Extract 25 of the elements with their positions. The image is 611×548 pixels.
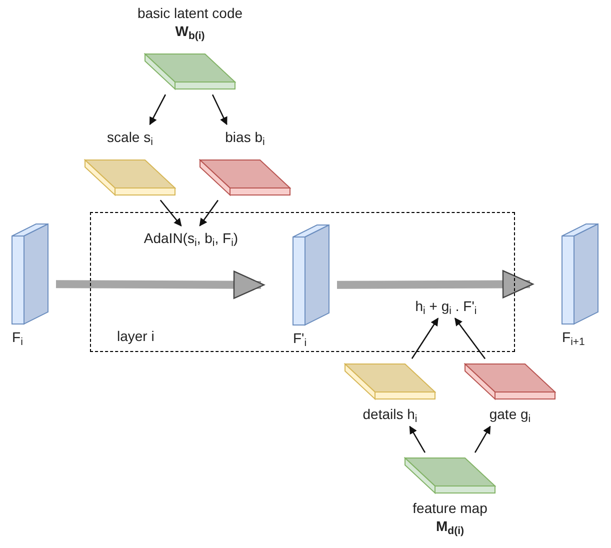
- layer-label: layer i: [117, 327, 154, 345]
- formula-text: h$_{i}$ + g$_{i}$ . F'$_{i}$: [415, 297, 477, 315]
- tensor-label: feature map: [412, 499, 488, 517]
- feature-map-label: F$_{i}$: [11, 328, 24, 346]
- feature-map-label: F$_{i+1}$: [561, 328, 586, 346]
- flow-arrow: [336, 270, 534, 298]
- feature-map-label: F'$_{i}$: [292, 329, 308, 347]
- tensor-label: details h$_{i}$: [362, 405, 418, 423]
- tensor-label: basic latent code: [137, 4, 243, 22]
- tensor-label: gate g$_{i}$: [489, 405, 531, 423]
- arrow: [212, 94, 228, 126]
- arrow: [411, 318, 439, 359]
- layer-box: [90, 212, 515, 352]
- arrow: [149, 94, 166, 126]
- arrow: [454, 318, 486, 360]
- arrow: [160, 200, 182, 226]
- tensor-label: W$_{b(i)}$: [175, 22, 205, 40]
- formula-text: AdaIN(s$_{i}$, b$_{i}$, F$_{i}$): [144, 229, 238, 247]
- arrow: [409, 426, 426, 453]
- tensor-label: M$_{d(i)}$: [436, 517, 464, 535]
- arrow: [474, 426, 491, 453]
- arrow: [199, 200, 219, 226]
- tensor-label: bias b$_{i}$: [225, 128, 265, 146]
- tensor-label: scale s$_{i}$: [107, 128, 153, 146]
- flow-arrow: [56, 270, 265, 299]
